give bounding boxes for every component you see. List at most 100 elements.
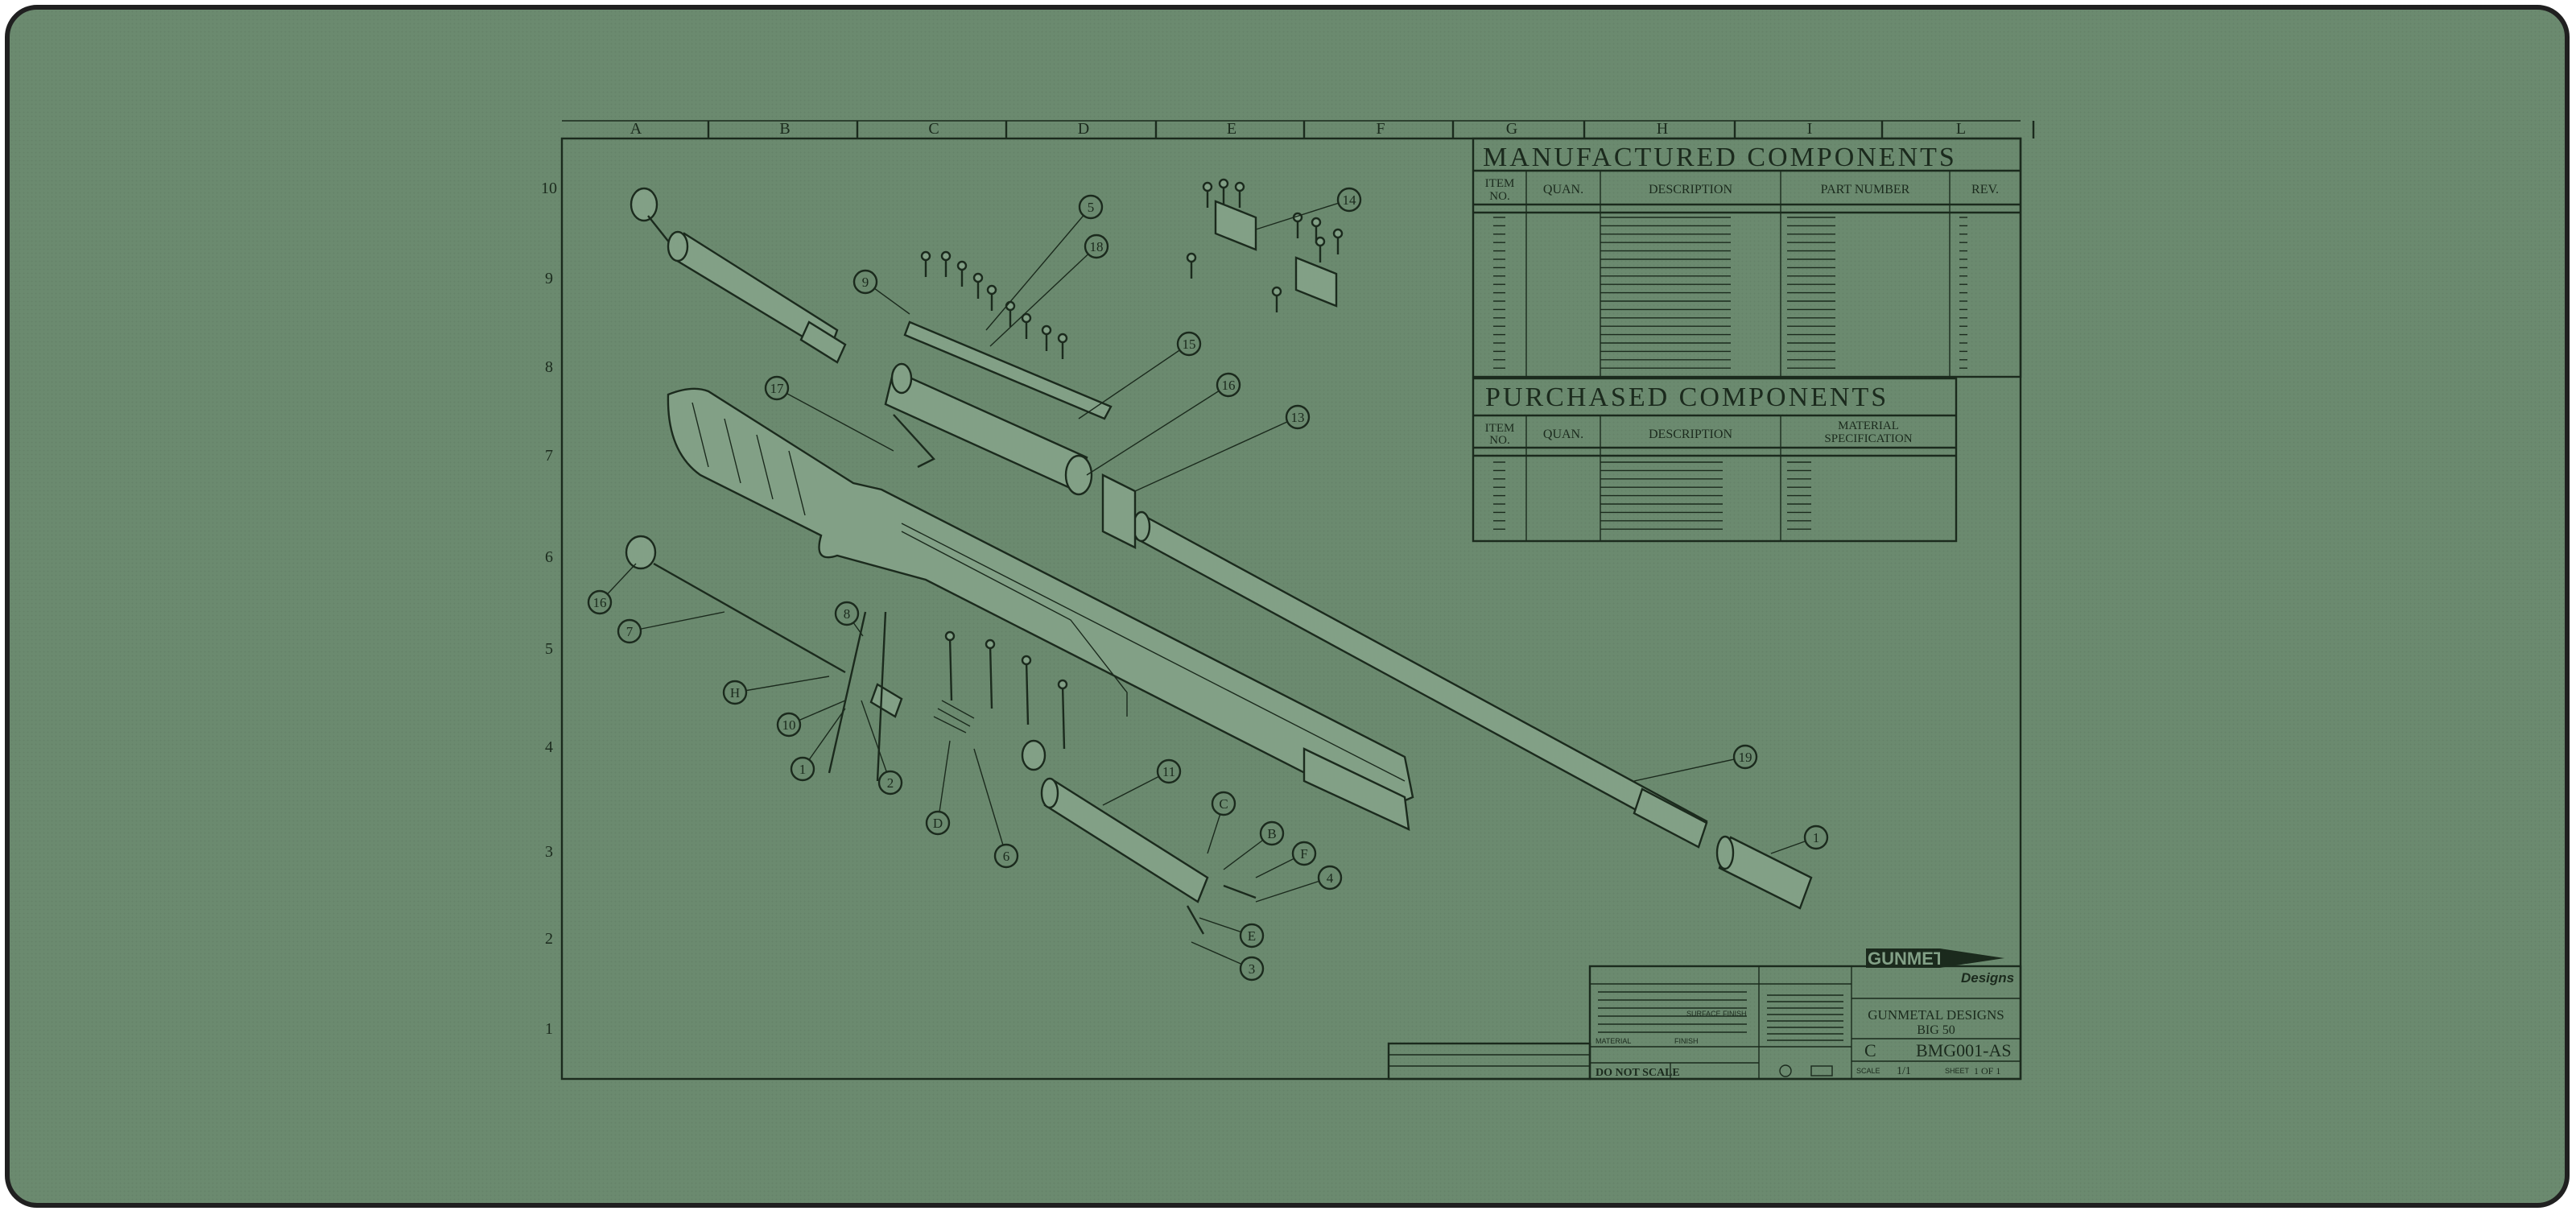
callout-label: 4 [1327, 870, 1334, 886]
callout-leader [989, 246, 1097, 347]
callout-leader [776, 387, 894, 452]
screw-head [1218, 178, 1229, 189]
callout-leader [1102, 771, 1170, 806]
screw [989, 643, 993, 709]
row-label: 2 [545, 930, 553, 948]
parts [625, 178, 1813, 935]
callout-label: 5 [1088, 200, 1095, 215]
callout-label: 18 [1090, 239, 1104, 254]
pur-header-quan: QUAN. [1543, 428, 1583, 441]
purchased-components-table: PURCHASED COMPONENTS ITEM NO. QUAN. DESC… [1472, 377, 1958, 543]
callout-bubble [1259, 820, 1285, 846]
callout-label: 17 [770, 381, 785, 396]
callout-bubble [852, 269, 878, 295]
column-label: D [1078, 120, 1089, 138]
callout-leader [1078, 343, 1190, 419]
callout-label: 11 [1162, 764, 1175, 779]
screw-head [1315, 236, 1326, 247]
screw-head [920, 250, 931, 262]
callout-bubble [587, 589, 613, 615]
callout-bubble [993, 843, 1019, 869]
callout-label: 8 [844, 606, 851, 622]
callout-leader [629, 611, 725, 632]
callout-leader [861, 700, 891, 783]
callout-label: B [1267, 826, 1276, 841]
title-block-fine-print [1598, 991, 1843, 1041]
callout-leader [1255, 877, 1331, 903]
screw-head [944, 630, 956, 642]
manufactured-title: MANUFACTURED COMPONENTS [1483, 143, 1957, 172]
callout-bubble [1803, 824, 1829, 850]
callout-bubble [1317, 865, 1343, 891]
callout-label: 16 [1222, 378, 1236, 393]
drawing-size: C [1864, 1040, 1876, 1060]
brand-subtitle: Designs [1961, 970, 2014, 986]
manufactured-components-table: MANUFACTURED COMPONENTS ITEM NO. QUAN. D… [1472, 137, 2022, 378]
bolt-assembly [630, 187, 847, 364]
column-label: B [779, 120, 790, 138]
callout-bubble [834, 601, 860, 626]
screw-head [1041, 324, 1052, 336]
product-name: BIG 50 [1917, 1023, 1955, 1037]
callout-label: E [1248, 928, 1256, 944]
screw-head [1057, 679, 1068, 690]
callout-label: F [1300, 846, 1307, 862]
mfg-header-item-no: NO. [1489, 190, 1509, 203]
sheet-value: 1 OF 1 [1974, 1065, 2000, 1077]
row-label: 4 [545, 738, 553, 756]
mfg-table-rows [1493, 217, 1967, 369]
screw-head [986, 284, 997, 295]
screw-head [985, 638, 996, 650]
callout-label: 16 [593, 595, 607, 610]
purchased-title: PURCHASED COMPONENTS [1485, 382, 1889, 412]
callout-label: 10 [782, 717, 796, 733]
callout-leader [1633, 756, 1746, 782]
callout-leader [937, 740, 951, 824]
callout-label: H [730, 685, 740, 700]
callout-leader [985, 206, 1092, 331]
row-label: 8 [545, 358, 553, 376]
screw [948, 635, 953, 701]
callout-label: 1 [1813, 830, 1820, 845]
screw-head [1332, 228, 1344, 239]
row-label: 9 [545, 270, 553, 287]
callout-bubble [1732, 744, 1758, 770]
screw-head [1186, 252, 1197, 263]
firing-pin-group [625, 535, 975, 734]
column-label: G [1506, 120, 1517, 138]
screw-head [940, 250, 952, 262]
callout-label: D [933, 816, 943, 831]
callout-bubble [790, 756, 815, 782]
pur-header-spec: MATERIAL [1838, 419, 1899, 432]
pur-header-desc: DESCRIPTION [1649, 428, 1732, 441]
mfg-header-desc: DESCRIPTION [1649, 183, 1732, 196]
callout-label: 3 [1249, 961, 1256, 977]
screw-head [972, 272, 984, 283]
callout-bubble [1176, 331, 1202, 357]
barrel [1101, 473, 1708, 849]
callout-bubble [1285, 404, 1311, 430]
rifle-stock [667, 387, 1414, 831]
do-not-scale: DO NOT SCALE [1596, 1067, 1680, 1079]
pur-header-item: ITEM [1485, 422, 1515, 435]
callout-label: C [1219, 796, 1228, 812]
row-label: 6 [545, 548, 553, 566]
scale-value: 1/1 [1897, 1065, 1911, 1077]
callout-bubble [1291, 841, 1317, 866]
callout-bubble [1156, 758, 1182, 784]
callout-bubble [722, 680, 748, 705]
callout-label: 19 [1739, 750, 1752, 765]
scope-mounts [1214, 200, 1338, 308]
callout-label: 15 [1183, 337, 1196, 352]
pur-header-spec-2: SPECIFICATION [1824, 432, 1912, 445]
scale-label: SCALE [1856, 1067, 1880, 1075]
callout-leader [1255, 199, 1350, 230]
mfg-header-quan: QUAN. [1543, 183, 1583, 196]
screw-head [1021, 655, 1032, 666]
screw-head [956, 260, 968, 271]
column-label: L [1956, 120, 1966, 138]
pur-table-rows [1493, 461, 1811, 530]
screw-head [1311, 217, 1322, 228]
